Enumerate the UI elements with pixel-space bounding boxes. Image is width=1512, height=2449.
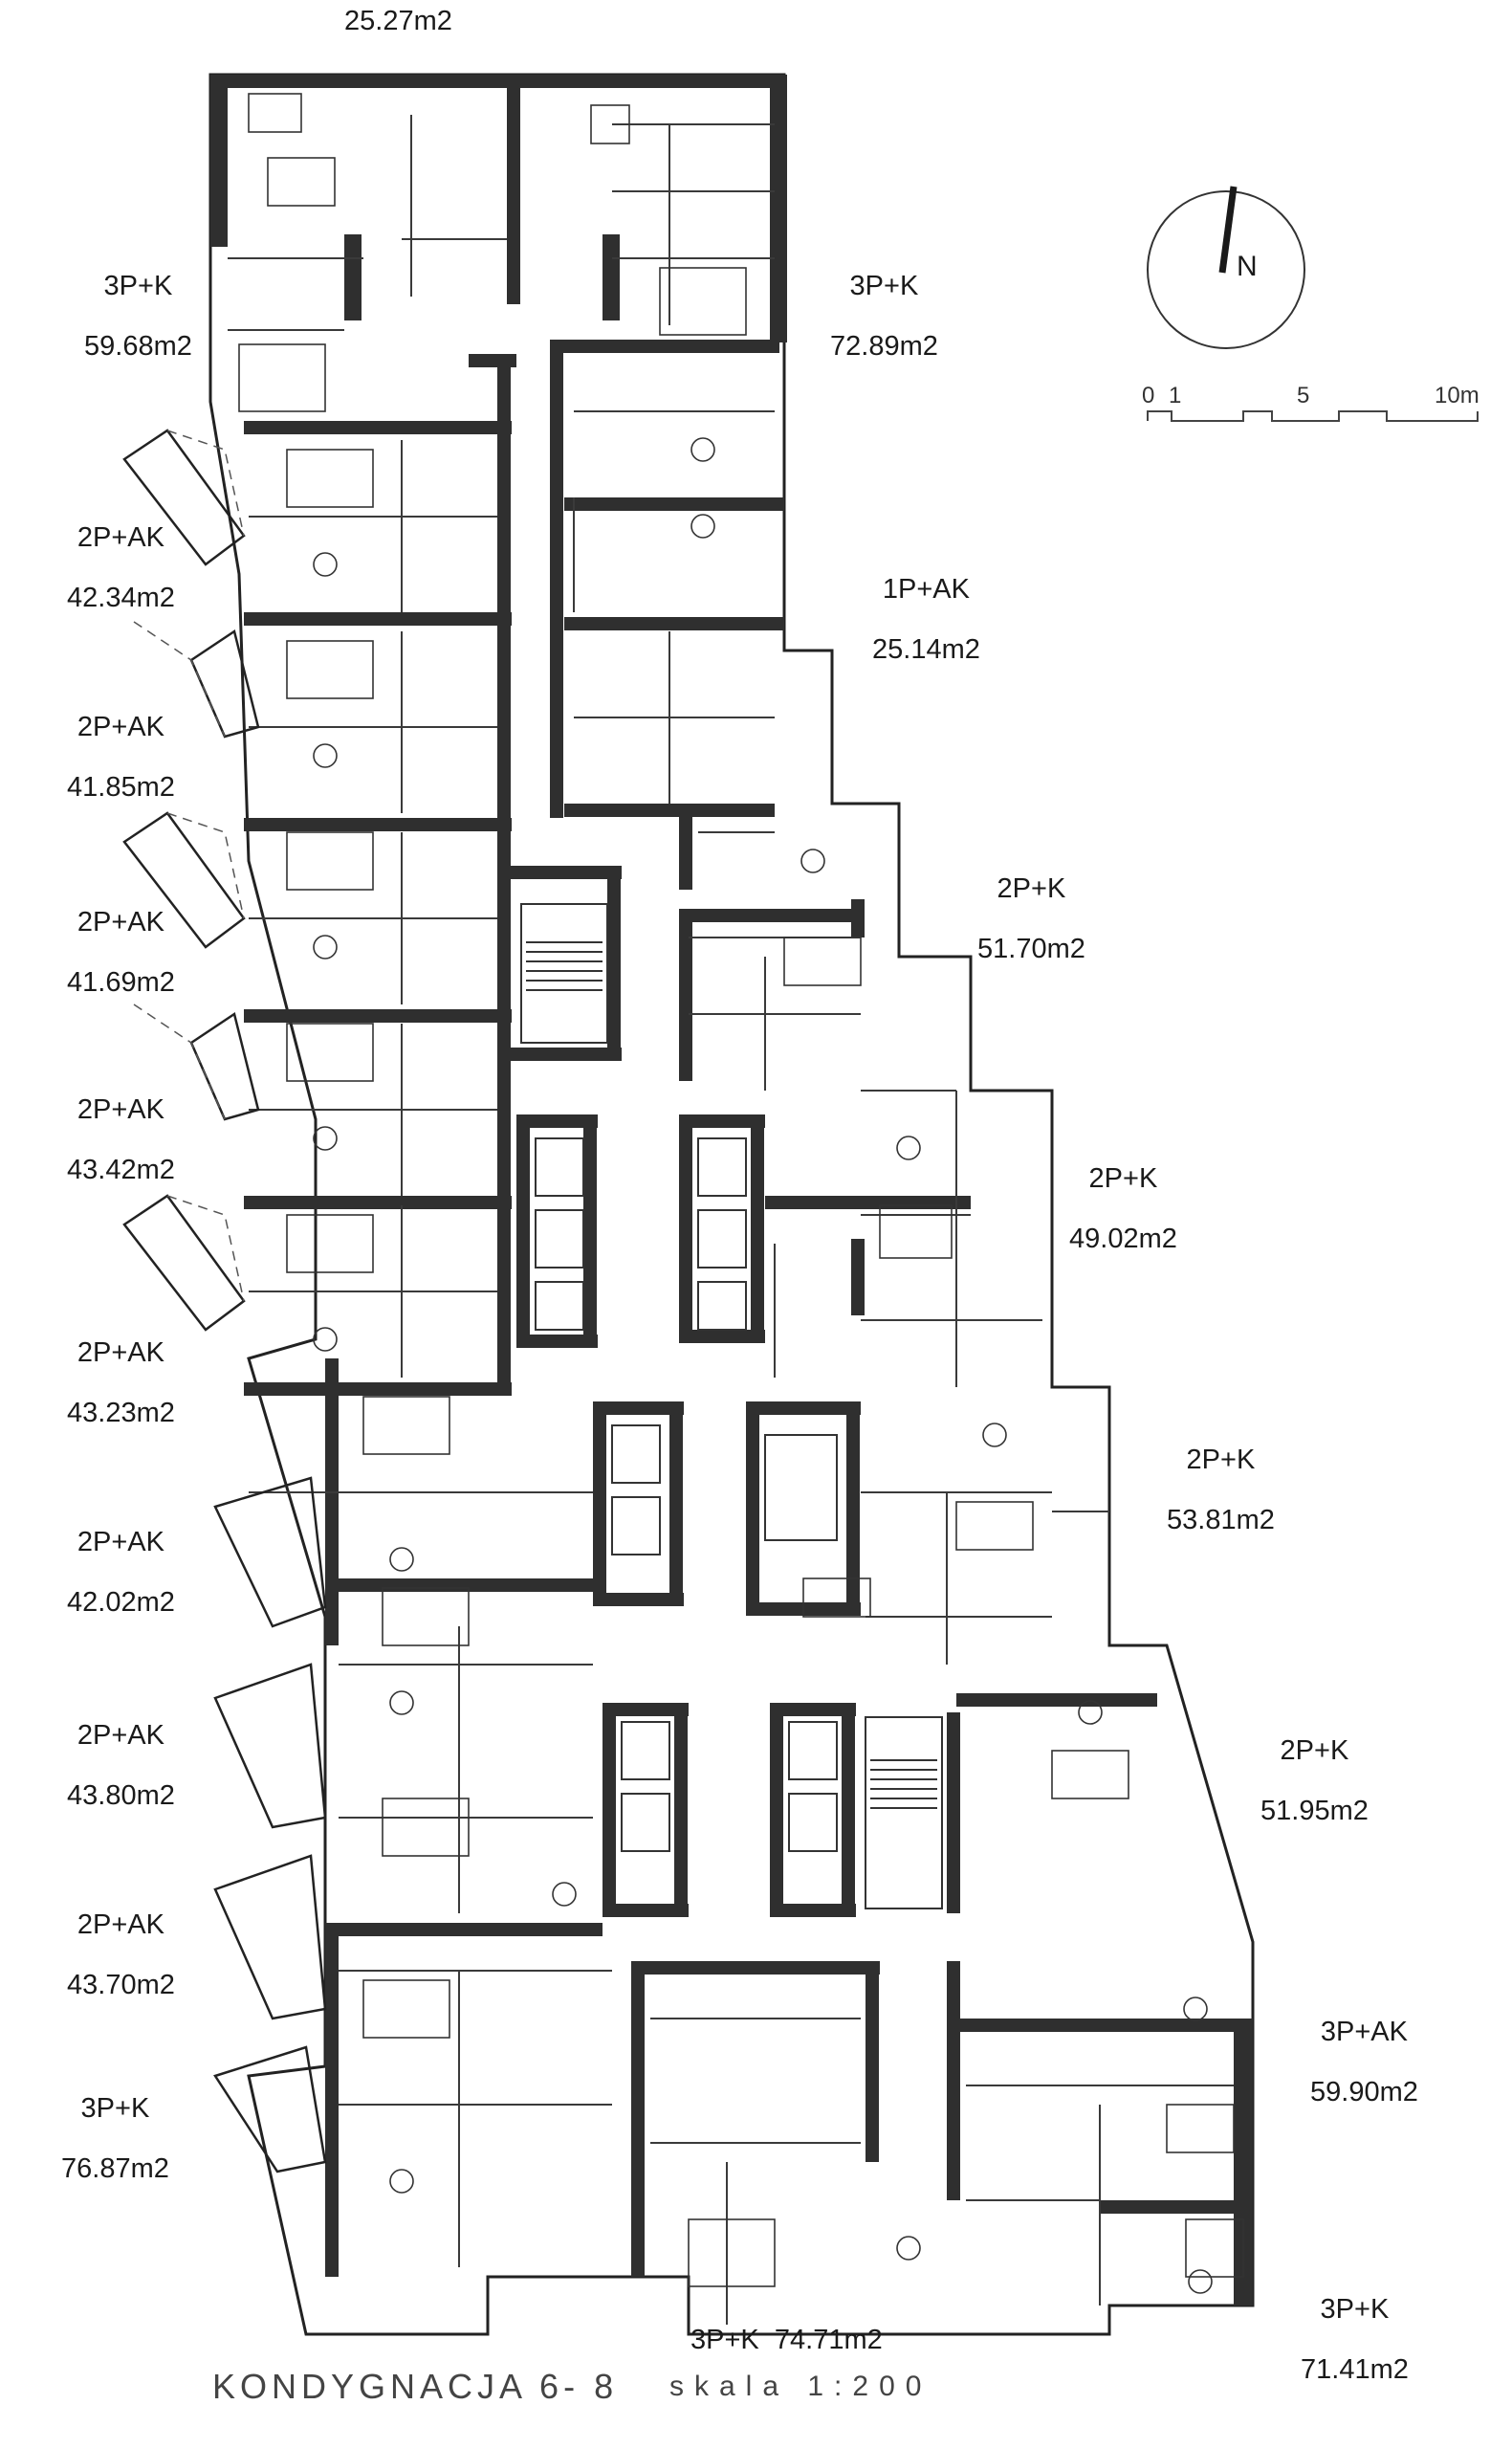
scale-label-0: 0 — [1142, 383, 1155, 408]
north-label: N — [1237, 251, 1258, 282]
scale-label-5: 5 — [1297, 383, 1310, 408]
north-arrow: N — [1147, 186, 1305, 349]
floor-title: KONDYGNACJA 6- 8 — [212, 2367, 619, 2406]
building-outline — [208, 73, 1255, 2336]
scale-bar — [1147, 410, 1479, 422]
furniture — [238, 93, 1244, 2294]
stairs — [520, 903, 943, 1909]
partitions — [228, 115, 1234, 2325]
scale-label-10m: 10m — [1435, 383, 1479, 408]
scale-caption: skala 1:200 — [669, 2371, 932, 2402]
scale-label-1: 1 — [1169, 383, 1182, 408]
top-area-label: 25.27m2 — [344, 6, 452, 36]
dashed-balconies — [133, 430, 245, 1302]
unit-label-inline: 3P+K 74.71m2 — [690, 2325, 883, 2355]
